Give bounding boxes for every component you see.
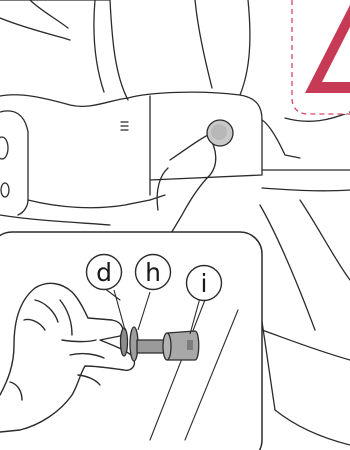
- hand: [0, 282, 136, 433]
- leader-line-h: [137, 291, 151, 331]
- callout-d: d: [85, 253, 123, 291]
- pin-assembly: [119, 326, 200, 362]
- leader-line-i: [189, 297, 201, 335]
- callout-d-label: d: [96, 258, 112, 287]
- warning-frame: [291, 0, 350, 115]
- mounting-hole: [206, 119, 234, 147]
- leader-lines: [113, 289, 201, 335]
- leader-line-d: [113, 289, 126, 331]
- callout-h-label: h: [145, 258, 161, 287]
- callout-h: h: [134, 253, 172, 291]
- callout-i: i: [185, 264, 223, 302]
- zoom-inset: d h i: [0, 231, 263, 450]
- warning-triangle-icon: [305, 5, 350, 93]
- callout-i-label: i: [201, 269, 208, 298]
